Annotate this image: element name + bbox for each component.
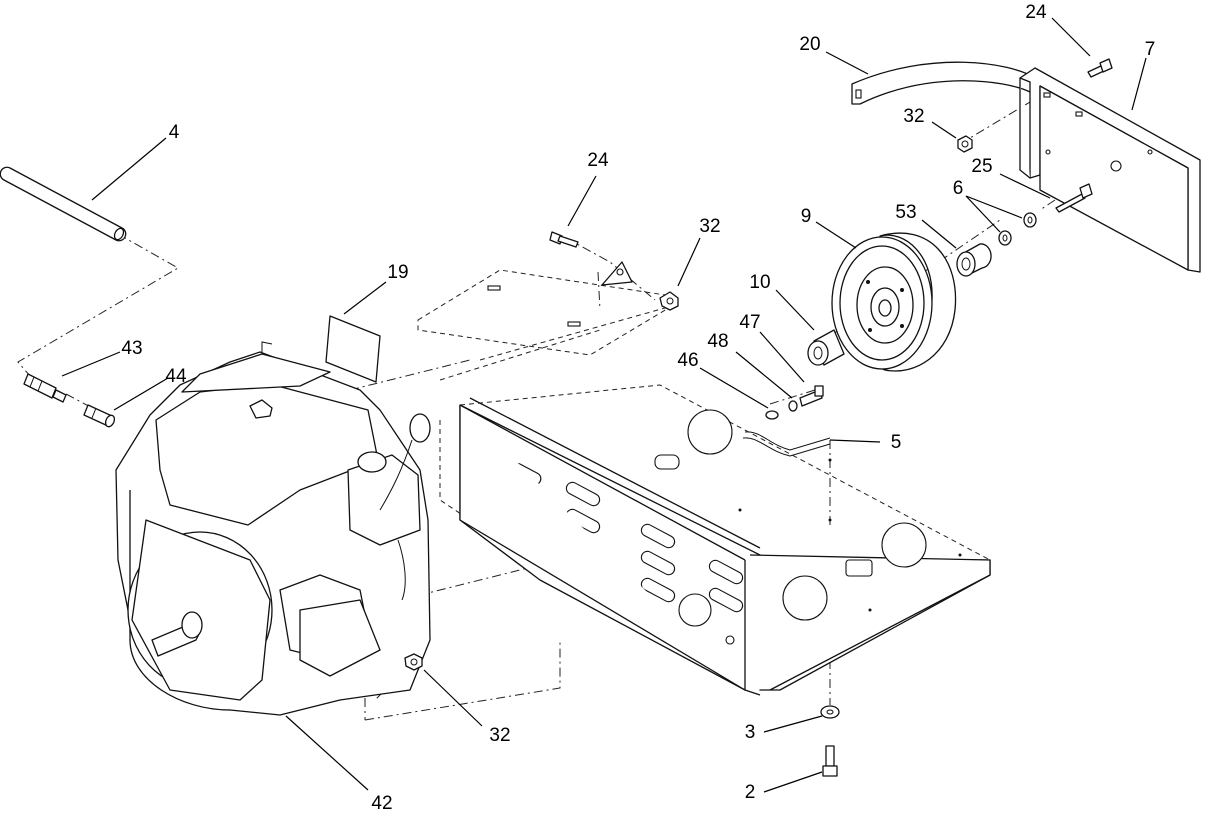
- callout-7: 7: [1145, 39, 1156, 60]
- bolt-2: [822, 745, 838, 777]
- spacer-53: [956, 243, 992, 277]
- callout-47: 47: [739, 312, 760, 333]
- callout-10: 10: [749, 272, 770, 293]
- washers-6: [998, 212, 1037, 246]
- callout-25: 25: [971, 156, 992, 177]
- bushing-10: [807, 329, 845, 366]
- bolt-24-upper: [1087, 58, 1113, 78]
- callout-6: 6: [953, 178, 964, 199]
- hardware-46-47-48: [765, 385, 824, 420]
- callout-2: 2: [745, 782, 756, 803]
- callout-53: 53: [895, 202, 916, 223]
- engine-mount-plate: [417, 261, 679, 381]
- washer-3: [820, 705, 840, 719]
- callout-32-middle: 32: [699, 216, 720, 237]
- belt-guide-strap: [851, 61, 1036, 105]
- clutch-mounting-bracket: [1019, 67, 1201, 273]
- fuel-fitting-44: [83, 404, 116, 428]
- callout-9: 9: [801, 206, 812, 227]
- callout-24-middle: 24: [587, 150, 609, 171]
- callout-44: 44: [165, 366, 187, 387]
- electric-clutch: [831, 232, 957, 372]
- main-frame-chassis: [439, 384, 991, 696]
- bolt-24-middle: [549, 231, 579, 248]
- callout-48: 48: [707, 331, 728, 352]
- callout-32-lower: 32: [489, 725, 510, 746]
- callout-19: 19: [387, 262, 408, 283]
- bolt-25: [1055, 183, 1093, 213]
- clutch-wire-5: [742, 431, 831, 457]
- leader-lines: [61, 17, 1147, 793]
- callout-32-upper: 32: [903, 106, 924, 127]
- callout-4: 4: [169, 122, 180, 143]
- fuel-fitting-43: [23, 373, 67, 403]
- decal-19: [325, 315, 381, 383]
- callout-3: 3: [745, 722, 756, 743]
- nut-32-upper: [957, 135, 973, 153]
- callout-46: 46: [677, 350, 698, 371]
- fuel-tube: [0, 166, 127, 242]
- callout-labels: 24 20 7 32 25 6 53 9 4 24 32 19 10 47 48…: [121, 2, 1155, 814]
- callout-42: 42: [371, 793, 392, 814]
- callout-20: 20: [799, 34, 820, 55]
- engine-42: [115, 341, 431, 716]
- callout-5: 5: [891, 432, 902, 453]
- callout-43: 43: [121, 338, 142, 359]
- callout-24-upper: 24: [1025, 2, 1047, 23]
